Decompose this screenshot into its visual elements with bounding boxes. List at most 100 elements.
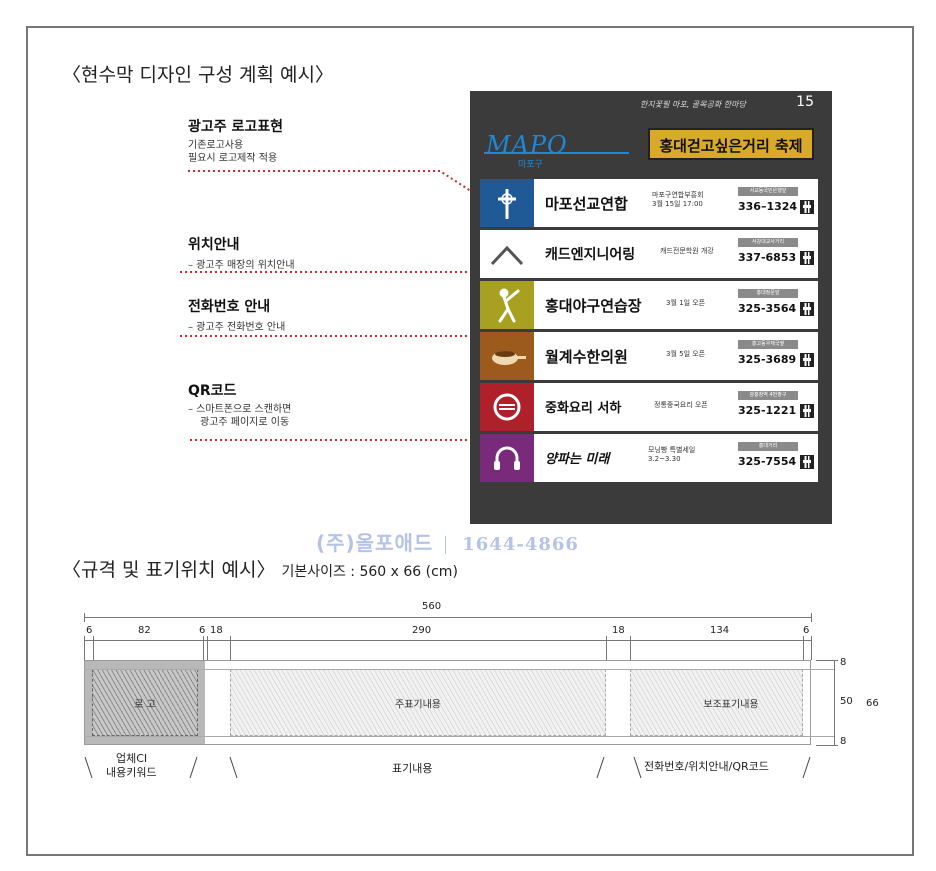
annotation-line: – 광고주 매장의 위치안내 [188, 260, 295, 271]
guide-line [84, 636, 85, 660]
herb-pot-icon [480, 332, 534, 380]
phone-number: 325-3689 [738, 353, 797, 366]
advertiser-name: 홍대야구연습장 [545, 297, 642, 315]
qr-code-icon[interactable] [800, 302, 814, 316]
mapo-logo-sub: 마포구 [518, 160, 543, 170]
advertiser-desc: 캐드전문학원 개강 [660, 247, 714, 255]
guide-line [811, 636, 812, 660]
caption-keyword: 내용키워드 [106, 766, 157, 779]
zone-label-main: 주표기내용 [395, 699, 441, 711]
guide-line [207, 636, 208, 660]
phone-number: 325-7554 [738, 455, 797, 468]
dim-tick [811, 613, 812, 622]
guide-line [630, 636, 631, 660]
dim-height: 8 [840, 657, 847, 668]
advertiser-desc: 마포구연합부흥회 3월 15일 17:00 [652, 191, 704, 209]
advertiser-desc: 모닝빵 특별세일 3.2~3.30 [648, 446, 695, 464]
watermark: (주)올포애드 1644-4866 [316, 527, 579, 556]
phone-number: 325-1221 [738, 404, 797, 417]
phone-number: 336–1324 [738, 200, 798, 213]
annotation-line: – 광고주 전화번호 안내 [188, 322, 286, 333]
roof-icon [480, 230, 534, 278]
annotation-qr: QR코드 – 스마트폰으로 스캔하면 광고주 페이지로 이동 [188, 380, 291, 429]
main-content-area [230, 669, 606, 736]
advertiser-name: 월계수한의원 [545, 348, 628, 366]
dim-tick [84, 613, 85, 622]
advertiser-desc: 3월 5일 오픈 [666, 350, 706, 358]
guide-line [606, 636, 607, 660]
annotation-line: 필요시 로고제작 적용 [188, 153, 278, 164]
annotation-phone: 전화번호 안내 – 광고주 전화번호 안내 [188, 296, 285, 334]
signboard: 한지꽃필 마포, 골목공화 한마당 15 MAPO 마포구 홍대걷고싶은거리 축… [470, 91, 832, 524]
advertiser-row: 월계수한의원 3월 5일 오픈 홍고동우체국옆 325-3689 [480, 332, 818, 380]
advertiser-row: 마포선교연합 마포구연합부흥회 3월 15일 17:00 서교동국민은행앞 33… [480, 179, 818, 227]
annotation-title: 전화번호 안내 [188, 299, 271, 315]
qr-code-icon[interactable] [800, 251, 814, 265]
guide-line [230, 636, 231, 660]
leader-line-logo [188, 170, 501, 211]
dim-height: 50 [840, 696, 853, 707]
watermark-phone: 1644-4866 [462, 534, 579, 555]
bracket-left [189, 756, 198, 779]
zone-label-sub: 보조표기내용 [703, 699, 759, 711]
dim-segment: 290 [412, 625, 432, 636]
advertiser-desc-line: 3.2~3.30 [648, 455, 681, 463]
advertiser-name: 마포선교연합 [545, 195, 628, 213]
watermark-brand: (주)올포애드 [316, 531, 434, 555]
guide-line-bottom [84, 736, 834, 737]
qr-code-icon[interactable] [800, 455, 814, 469]
guide-line [803, 636, 804, 660]
base-size-label: 기본사이즈 : 560 x 66 (cm) [281, 564, 458, 580]
mapo-logo-underline [484, 152, 629, 154]
qr-code-icon[interactable] [800, 353, 814, 367]
advertiser-row: 중화요리 서하 정통중국요리 오픈 광흥창역 4번출구 325-1221 [480, 383, 818, 431]
dim-segment: 6 [86, 625, 93, 636]
location-tag: 서교동국민은행앞 [738, 187, 798, 196]
caption-content: 표기내용 [392, 762, 433, 775]
annotation-line: 광고주 페이지로 이동 [200, 417, 290, 428]
dim-segment: 6 [803, 625, 810, 636]
qr-code-icon[interactable] [800, 404, 814, 418]
bracket-left [84, 756, 93, 779]
annotation-line: – 스마트폰으로 스캔하면 [188, 404, 292, 415]
bracket-center [596, 756, 605, 779]
bracket-right [802, 756, 811, 779]
dim-line-height [834, 660, 835, 745]
dim-tick [816, 660, 838, 661]
location-tag: 홍고동우체국옆 [738, 340, 798, 349]
zone-label-logo: 로 고 [134, 699, 156, 711]
qr-code-icon[interactable] [800, 200, 814, 214]
phone-number: 325-3564 [738, 302, 797, 315]
dim-line-total [84, 617, 811, 618]
location-tag: 홍대거리 [738, 442, 798, 451]
dim-segment: 6 [199, 625, 206, 636]
annotation-line: 기존로고사용 [188, 140, 244, 151]
advertiser-name: 캐드엔지니어링 [545, 247, 636, 263]
section1-title: 〈현수막 디자인 구성 계획 예시〉 [62, 64, 334, 86]
annotation-location: 위치안내 – 광고주 매장의 위치안내 [188, 234, 295, 272]
advertiser-row: 홍대야구연습장 3월 1일 오픈 홍대정문앞 325-3564 [480, 281, 818, 329]
advertiser-row: 양파는 미래 모닝빵 특별세일 3.2~3.30 홍대거리 325-7554 [480, 434, 818, 482]
advertiser-row: 캐드엔지니어링 캐드전문학원 개강 서강대교사거리 337-6853 [480, 230, 818, 278]
dim-segment: 134 [710, 625, 730, 636]
section2-title: 〈규격 및 표기위치 예시〉기본사이즈 : 560 x 66 (cm) [62, 555, 458, 582]
bracket-right [633, 756, 642, 779]
annotation-title: QR코드 [188, 383, 237, 399]
page-frame [26, 26, 914, 856]
dim-total: 560 [422, 601, 442, 612]
location-tag: 광흥창역 4번출구 [738, 391, 798, 400]
advertiser-desc: 3월 1일 오픈 [666, 299, 706, 307]
dim-tick [816, 745, 838, 746]
advertiser-name: 중화요리 서하 [545, 401, 622, 416]
advertiser-desc: 정통중국요리 오픈 [654, 401, 708, 409]
location-tag: 홍대정문앞 [738, 289, 798, 298]
dim-line-segments [84, 640, 811, 641]
dim-segment: 18 [612, 625, 625, 636]
advertiser-name: 양파는 미래 [545, 452, 610, 467]
noodle-bowl-icon [480, 383, 534, 431]
dim-height: 8 [840, 736, 847, 747]
advertiser-desc-line: 모닝빵 특별세일 [648, 446, 696, 454]
caption-ci: 업체CI [116, 752, 148, 765]
caption-contact: 전화번호/위치안내/QR코드 [644, 760, 769, 773]
